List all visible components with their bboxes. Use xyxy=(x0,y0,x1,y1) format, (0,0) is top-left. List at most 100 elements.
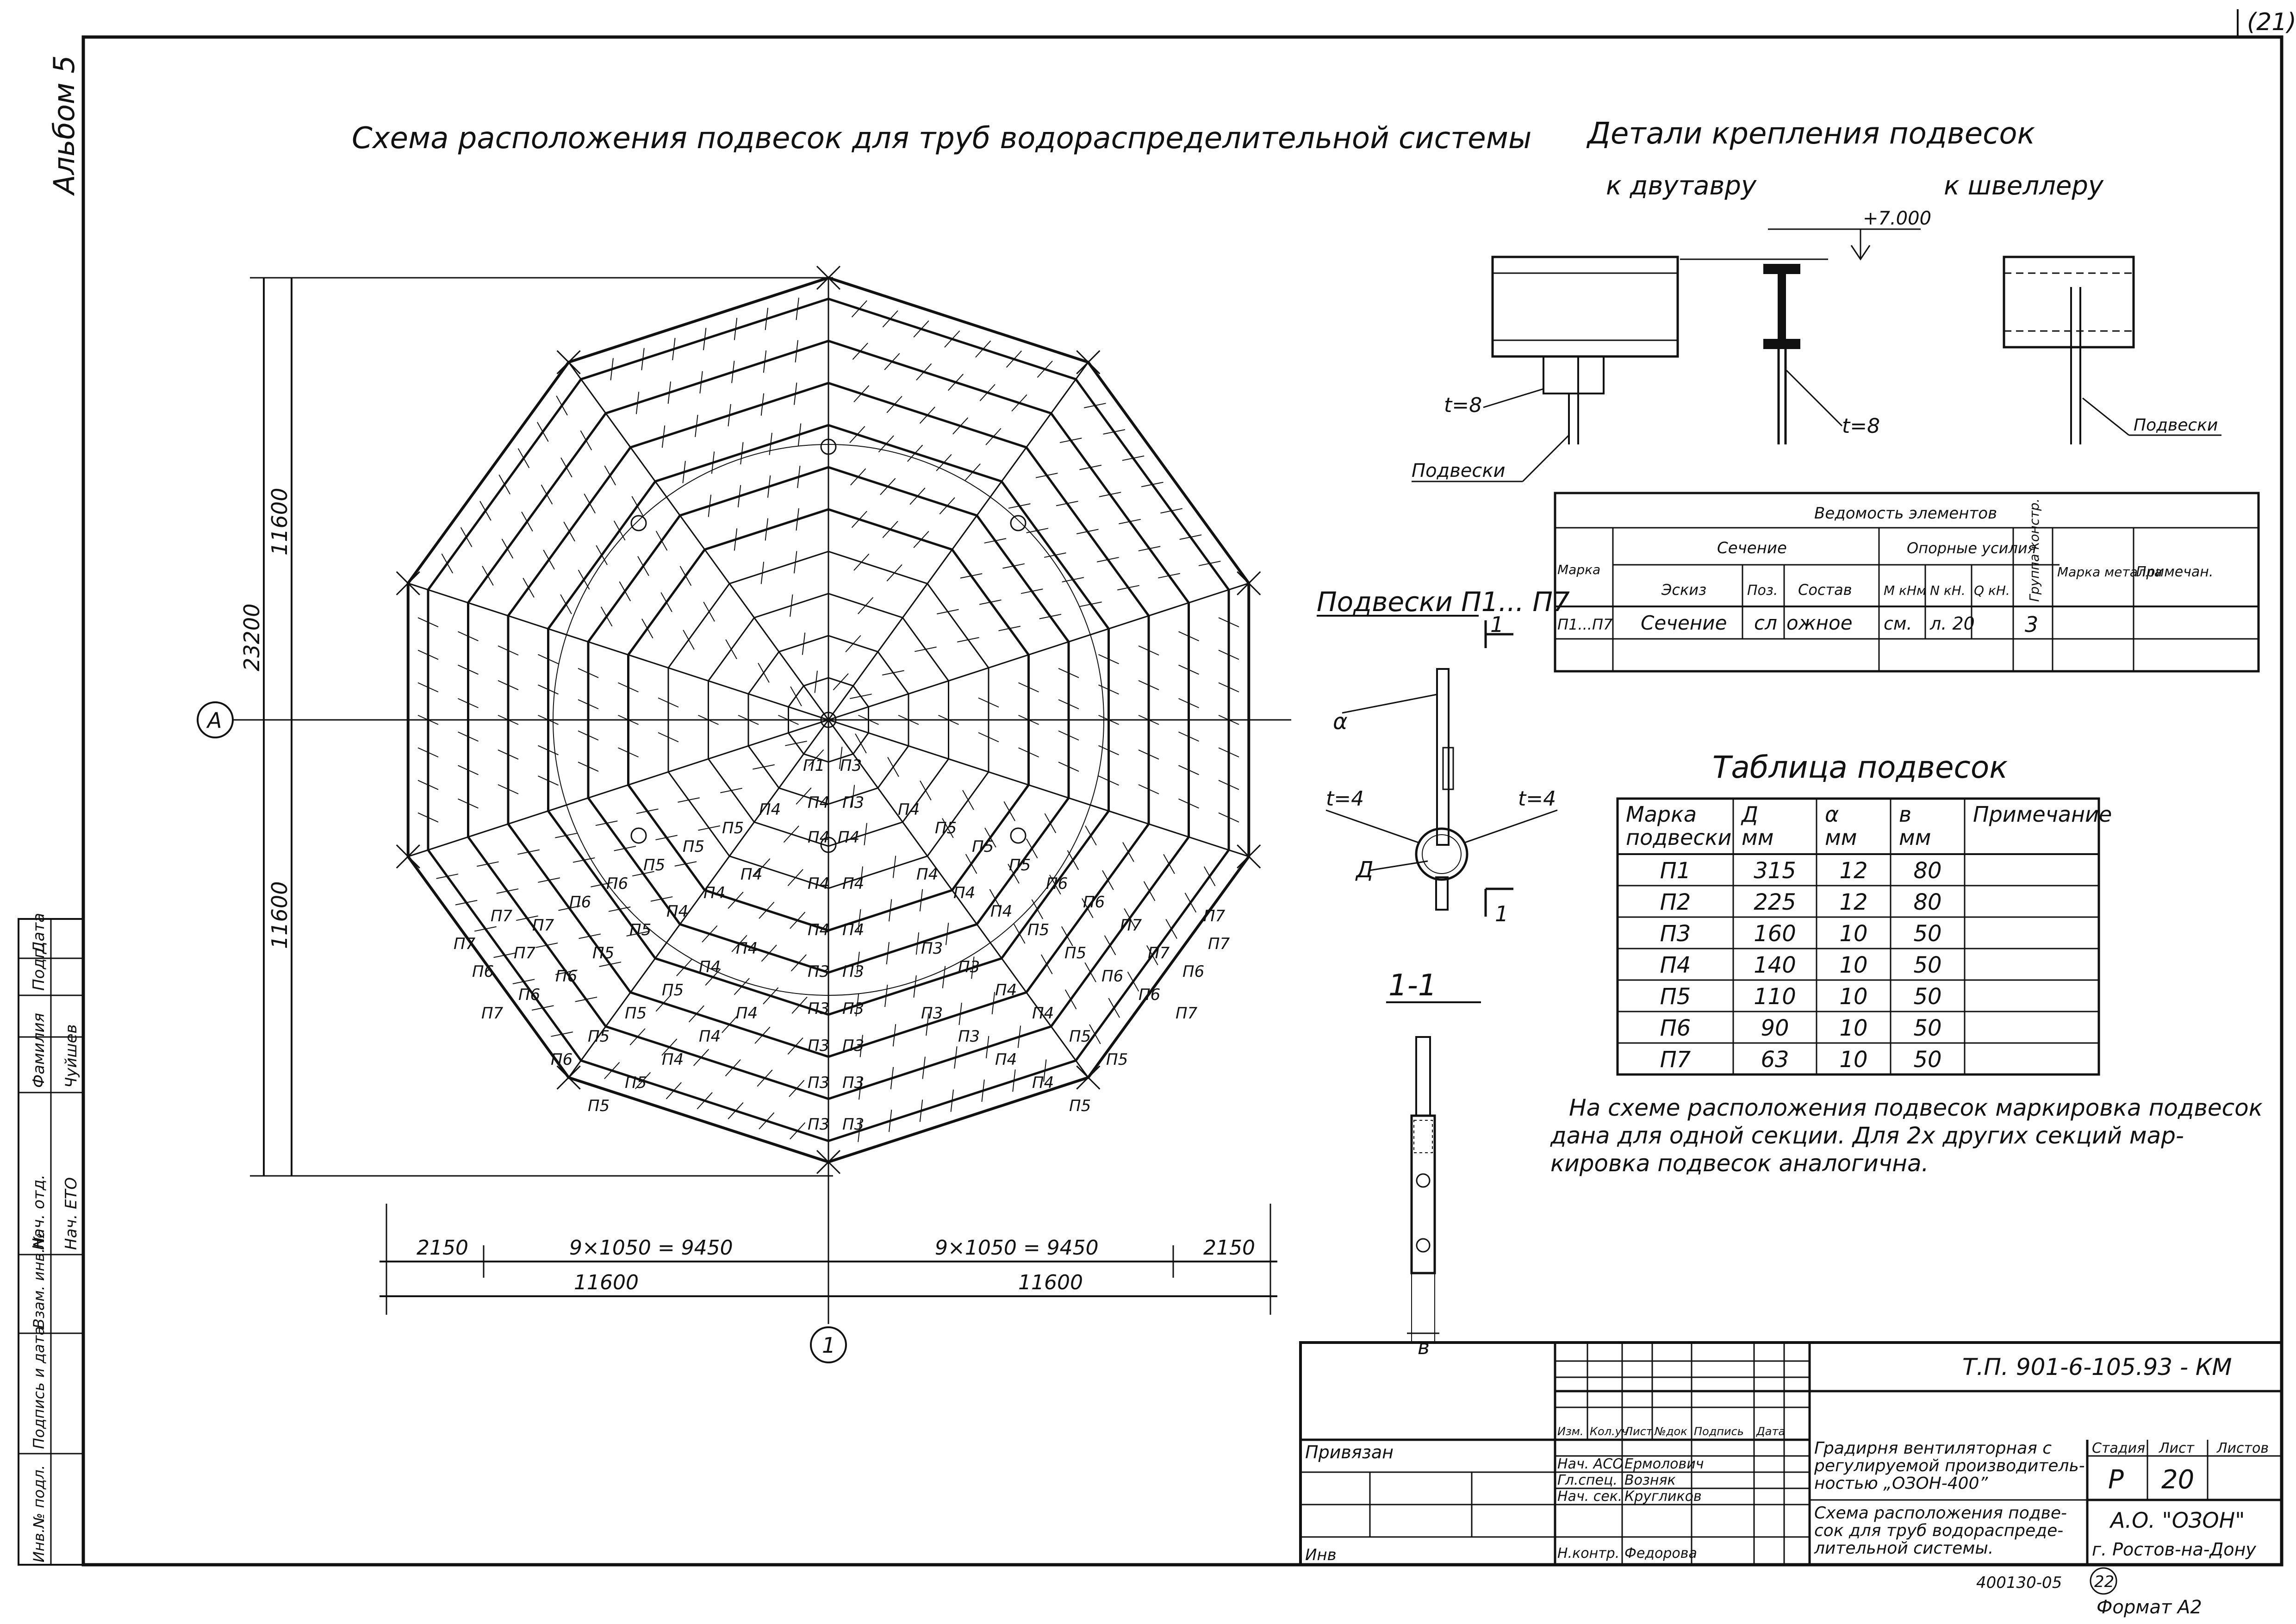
hanger-tick xyxy=(1082,898,1094,918)
hanger-label: П6 xyxy=(1046,874,1068,893)
hangers-table-cell: П1 xyxy=(1660,858,1691,884)
hanger-tick xyxy=(1026,838,1038,859)
hanger-tick xyxy=(731,361,735,383)
hangers-right-label: Подвески xyxy=(2134,416,2218,435)
hanger-tick xyxy=(641,348,645,370)
pipe-segment xyxy=(679,466,829,517)
hanger-tick xyxy=(708,494,712,517)
hanger-tick xyxy=(979,599,1002,605)
statement-m-h: М кНм xyxy=(1884,583,1926,598)
details-to-channel: к швеллеру xyxy=(1944,171,2104,201)
hanger-tick xyxy=(942,966,946,988)
hanger-tick xyxy=(613,520,626,541)
vertex-mark xyxy=(1237,571,1261,595)
t8-left: t=8 xyxy=(1444,394,1482,417)
hanger-tick xyxy=(1039,613,1062,619)
hanger-label: П5 xyxy=(625,1074,647,1092)
object-line-2: регулируемой производитель- xyxy=(1814,1456,2085,1475)
hanger-tick xyxy=(637,556,649,576)
hanger-tick xyxy=(907,444,923,462)
hanger-label: П3 xyxy=(842,1115,864,1134)
hangers-table-header: мм xyxy=(1825,825,1857,850)
statement-n-h: N кН. xyxy=(1930,583,1966,598)
hanger-tick xyxy=(1127,971,1139,992)
hanger-tick xyxy=(658,732,679,743)
hangers-table-cell: 10 xyxy=(1839,952,1867,978)
pipe-node xyxy=(820,837,837,853)
org-city: г. Ростов-на-Дону xyxy=(2092,1539,2256,1560)
hanger-label: П4 xyxy=(990,902,1012,921)
hanger-tick xyxy=(672,337,676,361)
hanger-tick xyxy=(1058,699,1079,710)
statement-sketch-h: Эскиз xyxy=(1661,581,1706,599)
hanger-tick xyxy=(1178,765,1199,775)
hanger-tick xyxy=(517,448,530,468)
dim-11600-right: 11600 xyxy=(1018,1271,1083,1294)
hanger-tick xyxy=(853,553,870,571)
hanger-detail-title: Подвески П1... П7 xyxy=(1317,586,1570,618)
statement-q-h: Q кН. xyxy=(1974,583,2010,598)
hanger-tick xyxy=(1043,1059,1047,1082)
radial-line xyxy=(408,582,829,721)
pipe-segment xyxy=(828,855,928,889)
hanger-tick xyxy=(1058,730,1079,741)
hanger-tick xyxy=(417,812,439,823)
hanger-tick xyxy=(909,487,926,505)
hanger-tick xyxy=(858,597,874,614)
hangers-table-cell: 10 xyxy=(1839,1015,1867,1041)
hanger-tick xyxy=(578,668,599,678)
stamp-inv: Инв.№ подл. xyxy=(30,1465,48,1562)
hanger-tick xyxy=(595,820,618,826)
hanger-tick xyxy=(728,404,731,426)
hanger-tick xyxy=(964,463,981,481)
hanger-tick xyxy=(926,1013,929,1036)
hanger-tick xyxy=(1218,682,1239,693)
hanger-label: П4 xyxy=(953,884,975,902)
pipe-node xyxy=(630,827,647,844)
hanger-tick xyxy=(1178,731,1199,742)
hanger-tick xyxy=(794,382,797,405)
hanger-label: П4 xyxy=(736,1004,758,1023)
circle-number: 22 xyxy=(2094,1573,2114,1591)
hanger-tick xyxy=(655,994,672,1012)
stamp-surname: Фамилия xyxy=(30,1013,48,1088)
hanger-label: П3 xyxy=(808,1037,829,1055)
hanger-tick xyxy=(858,1119,861,1142)
hanger-tick xyxy=(538,877,560,883)
hanger-tick xyxy=(1098,745,1119,756)
axis-1-bubble xyxy=(810,1326,847,1363)
pipe-segment xyxy=(1050,412,1190,604)
hanger-tick xyxy=(754,1026,771,1044)
hanger-tick xyxy=(682,461,686,483)
elevation-mark: +7.000 xyxy=(1863,208,1931,229)
hanger-label: П3 xyxy=(842,999,864,1018)
hanger-tick xyxy=(802,632,806,655)
hanger-tick xyxy=(882,521,898,538)
hanger-tick xyxy=(523,578,535,598)
hangers-table-cell: 225 xyxy=(1754,889,1796,915)
hanger-tick xyxy=(851,300,867,318)
hanger-tick xyxy=(1138,680,1159,690)
hanger-tick xyxy=(852,343,868,360)
hanger-tick xyxy=(984,827,996,848)
hanger-tick xyxy=(758,662,770,683)
hanger-tick xyxy=(688,1005,704,1023)
hanger-tick xyxy=(916,363,932,381)
vertex-mark xyxy=(556,350,581,375)
hanger-tick xyxy=(460,527,473,547)
statement-row-comp: ожное xyxy=(1786,612,1853,634)
hanger-label: П7 xyxy=(1203,907,1226,925)
hanger-label: П4 xyxy=(736,939,758,958)
hangers-table-cell: 63 xyxy=(1761,1047,1789,1073)
hanger-label: П7 xyxy=(514,944,536,962)
sheet-header: Лист xyxy=(2159,1440,2195,1456)
hanger-tick xyxy=(1098,654,1119,664)
hanger-tick xyxy=(1198,561,1221,566)
hanger-tick xyxy=(915,932,920,955)
hanger-tick xyxy=(884,353,900,370)
hanger-tick xyxy=(845,635,861,652)
hanger-tick xyxy=(699,371,703,394)
hanger-tick xyxy=(851,511,867,528)
hanger-tick xyxy=(1122,842,1134,862)
hanger-tick xyxy=(979,384,996,401)
